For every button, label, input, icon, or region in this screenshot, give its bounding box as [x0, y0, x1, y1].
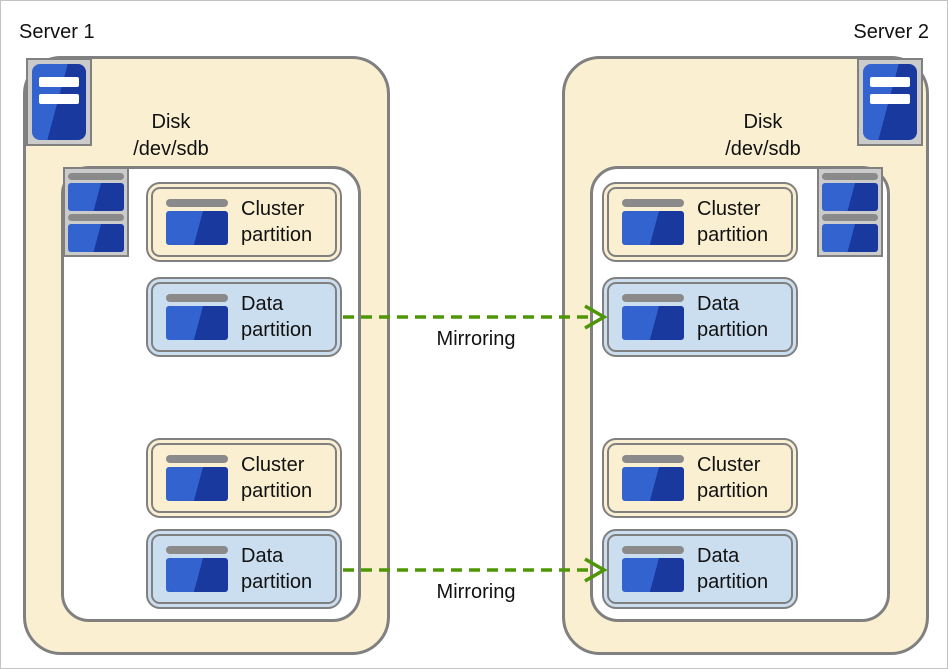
server1-disk-label: Disk /dev/sdb — [91, 109, 251, 163]
server2-disk-label: Disk /dev/sdb — [683, 109, 843, 163]
server1-data-partition-1: Data partition — [146, 277, 342, 357]
mirroring-label-top: Mirroring — [436, 328, 516, 350]
disk-label-line2: /dev/sdb — [725, 138, 801, 160]
partition-icon — [822, 214, 878, 252]
partition-icon — [622, 294, 684, 340]
mirroring-arrow-bottom — [343, 557, 608, 583]
partition-icon — [68, 173, 124, 211]
server1-data-partition-2: Data partition — [146, 529, 342, 609]
partition-label: Cluster partition — [697, 198, 769, 246]
server-slot-icon — [39, 94, 79, 104]
partition-icon — [622, 199, 684, 245]
server2-cluster-partition-2: Cluster partition — [602, 438, 798, 518]
mirroring-arrow-top — [343, 304, 608, 330]
disk-label-line1: Disk — [743, 111, 783, 133]
disk-label-line1: Disk — [151, 111, 191, 133]
partition-label: Cluster partition — [241, 198, 313, 246]
partition-icon — [822, 173, 878, 211]
server-slot-icon — [870, 77, 910, 87]
partition-icon — [166, 455, 228, 501]
partition-icon — [166, 294, 228, 340]
disk-icon — [817, 167, 883, 257]
partition-label: Cluster partition — [241, 454, 313, 502]
partition-icon — [166, 546, 228, 592]
partition-label: Data partition — [241, 545, 313, 593]
server-tower-icon — [32, 64, 86, 140]
server2-data-partition-1: Data partition — [602, 277, 798, 357]
partition-icon — [166, 199, 228, 245]
server1-cluster-partition-2: Cluster partition — [146, 438, 342, 518]
partition-label: Data partition — [697, 545, 769, 593]
partition-label: Cluster partition — [697, 454, 769, 502]
partition-icon — [68, 214, 124, 252]
disk-label-line2: /dev/sdb — [133, 138, 209, 160]
server-slot-icon — [39, 77, 79, 87]
server2-label: Server 2 — [853, 21, 929, 43]
partition-label: Data partition — [241, 293, 313, 341]
disk-icon — [63, 167, 129, 257]
partition-label: Data partition — [697, 293, 769, 341]
server2-cluster-partition-1: Cluster partition — [602, 182, 798, 262]
server-icon — [26, 58, 92, 146]
server2-data-partition-2: Data partition — [602, 529, 798, 609]
partition-icon — [622, 546, 684, 592]
mirroring-label-bottom: Mirroring — [436, 581, 516, 603]
server-slot-icon — [870, 94, 910, 104]
server-icon — [857, 58, 923, 146]
server1-label: Server 1 — [19, 21, 95, 43]
partition-icon — [622, 455, 684, 501]
server1-cluster-partition-1: Cluster partition — [146, 182, 342, 262]
server-tower-icon — [863, 64, 917, 140]
